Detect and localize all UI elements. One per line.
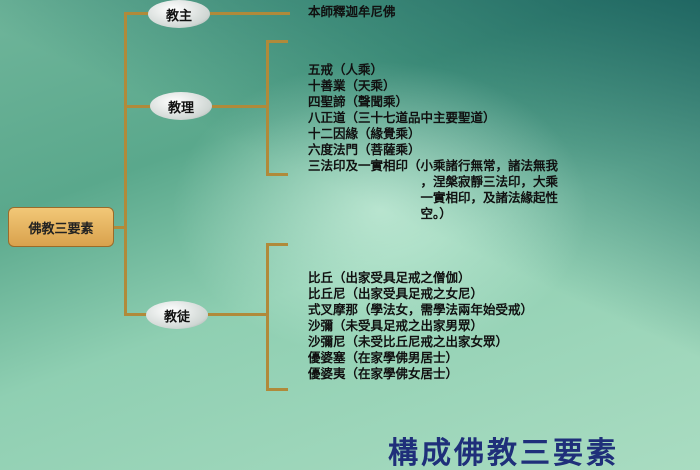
bracket (266, 243, 288, 246)
list-item: 比丘尼（出家受具足戒之女尼） (308, 286, 484, 301)
connector-trunk (124, 12, 127, 315)
list-item: 十善業（天乘） (308, 78, 396, 93)
list-item: 優婆夷（在家學佛女居士） (308, 366, 459, 381)
bracket (266, 243, 269, 391)
connector (208, 313, 268, 316)
node-doctrine: 教理 (150, 92, 212, 120)
list-item: 沙彌（未受具足戒之出家男眾） (308, 318, 484, 333)
list-item: 沙彌尼（未受比丘尼戒之出家女眾） (308, 334, 509, 349)
connector (124, 105, 152, 108)
list-item: 一實相印，及諸法緣起性 (308, 190, 559, 205)
list-item: ，涅槃寂靜三法印，大乘 (308, 174, 559, 189)
list-item: 空。） (308, 206, 452, 221)
list-item: 比丘（出家受具足戒之僧伽） (308, 270, 471, 285)
connector (210, 12, 290, 15)
bracket (266, 173, 288, 176)
list-item: 式叉摩那（學法女，需學法兩年始受戒） (308, 302, 534, 317)
slide-title: 構成佛教三要素 (388, 436, 619, 470)
doctrine-list: 五戒（人乘）十善業（天乘）四聖諦（聲聞乘）八正道（三十七道品中主要聖道）十二因緣… (308, 46, 558, 238)
connector (124, 12, 152, 15)
list-item: 四聖諦（聲聞乘） (308, 94, 409, 109)
bracket (266, 40, 269, 176)
list-item: 十二因緣（緣覺乘） (308, 126, 421, 141)
node-teacher: 教主 (148, 0, 210, 28)
connector (212, 105, 268, 108)
bracket (266, 40, 288, 43)
teacher-text: 本師釋迦牟尼佛 (308, 4, 396, 19)
connector (124, 313, 150, 316)
background-glow (170, 60, 590, 360)
root-node: 佛教三要素 (8, 207, 114, 247)
connector (110, 226, 126, 229)
list-item: 三法印及一實相印（小乘諸行無常，諸法無我 (308, 158, 559, 173)
bracket (266, 388, 288, 391)
followers-list: 比丘（出家受具足戒之僧伽）比丘尼（出家受具足戒之女尼）式叉摩那（學法女，需學法兩… (308, 254, 533, 398)
list-item: 六度法門（菩薩乘） (308, 142, 421, 157)
list-item: 五戒（人乘） (308, 62, 384, 77)
list-item: 優婆塞（在家學佛男居士） (308, 350, 459, 365)
list-item: 八正道（三十七道品中主要聖道） (308, 110, 496, 125)
node-followers: 教徒 (146, 301, 208, 329)
